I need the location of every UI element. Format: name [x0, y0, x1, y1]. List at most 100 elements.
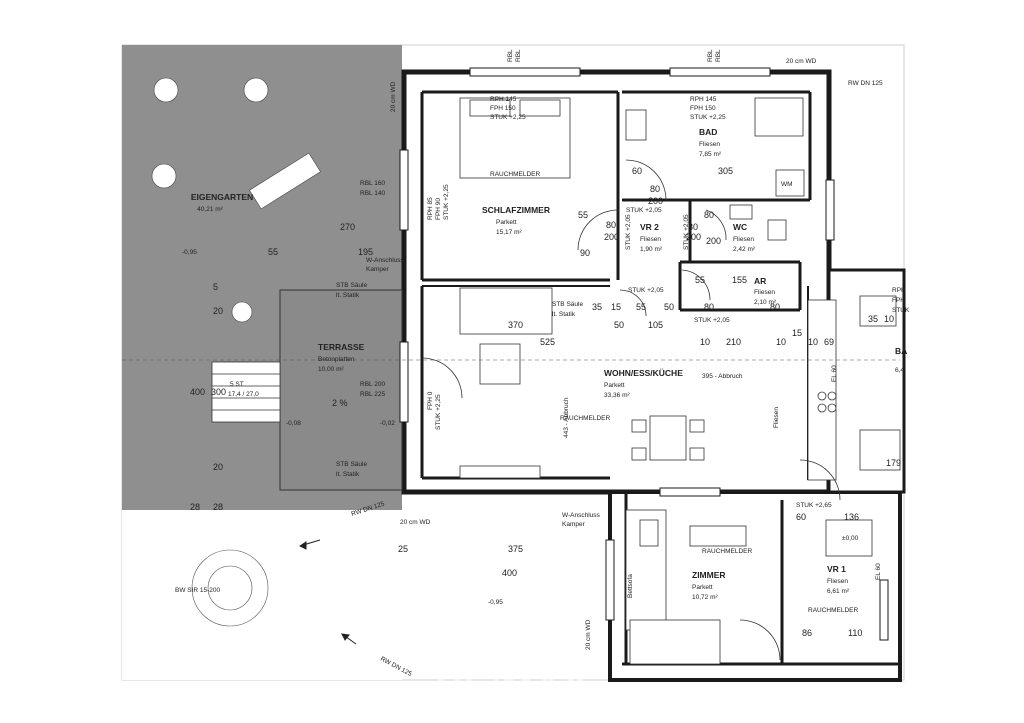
label-kamper-1: Kamper [366, 266, 390, 273]
label-stuk-v2: STUK +2,25 [435, 394, 442, 430]
dimensions: 270 55 195 5 20 400 300 20 28 28 55 90 8… [190, 166, 901, 638]
label-fph2: FPH 150 [690, 105, 716, 112]
dim-400b: 400 [502, 568, 517, 578]
label-stuk205b: STUK +2,05 [628, 287, 664, 294]
dim-200c: 200 [686, 232, 701, 242]
dim-136: 136 [844, 512, 859, 522]
dim-80a: 80 [606, 220, 616, 230]
label-statik-1: lt. Statik [336, 292, 360, 299]
remax-watermark: RE/MAX [435, 667, 589, 709]
label-rph1: RPH 145 [490, 96, 517, 103]
room-floor-zimmer: Parkett [692, 584, 713, 591]
dim-80d: 80 [704, 210, 714, 220]
room-floor-bad: Fliesen [699, 141, 720, 148]
label-stuk205-vertical: STUK +2,05 [625, 214, 632, 250]
room-floor-schlafzimmer: Parkett [496, 219, 517, 226]
room-area-eigengarten: 40,21 m² [197, 206, 223, 213]
dim-60a: 60 [632, 166, 642, 176]
label-rauchmelder-2: RAUCHMELDER [560, 415, 611, 422]
label-stb-saeule-2: STB Säule [552, 301, 583, 308]
label-rbl225: RBL 225 [360, 391, 385, 398]
label-height-3: -0,02 [380, 420, 395, 427]
label-wm: WM [781, 181, 793, 188]
dim-86: 86 [802, 628, 812, 638]
room-area-vr1: 6,61 m² [827, 588, 850, 595]
label-rph2: RPH 145 [690, 96, 717, 103]
dim-15a: 15 [611, 302, 621, 312]
dim-105: 105 [648, 320, 663, 330]
dim-179: 179 [886, 458, 901, 468]
label-bettsofa: Bettsofa [627, 574, 634, 598]
label-stairs: 5 ST [230, 381, 244, 388]
label-height-5: ±0,00 [842, 535, 859, 542]
label-stairs-ratio: 17,4 / 27,0 [228, 391, 259, 398]
dim-69: 69 [824, 337, 834, 347]
label-kamper-2: Kamper [562, 521, 586, 528]
dim-525: 525 [540, 337, 555, 347]
dim-300: 300 [211, 387, 226, 397]
label-rbl-b: RBL [515, 49, 522, 62]
label-rauchmelder-1: RAUCHMELDER [490, 171, 541, 178]
room-name-right-partial: BA [895, 346, 907, 356]
label-rauchmelder-3: RAUCHMELDER [702, 548, 753, 555]
label-wd-left: 20 cm WD [390, 81, 397, 112]
room-area-right-partial: 6,4 [895, 367, 904, 374]
label-stuk205c: STUK +2,05 [694, 317, 730, 324]
room-area-vr2: 1,90 m² [640, 246, 663, 253]
dim-50a: 50 [664, 302, 674, 312]
well [191, 549, 269, 627]
dim-20a: 20 [213, 306, 223, 316]
label-height-4: -0,95 [488, 599, 503, 606]
dim-10-right: 10 [884, 314, 894, 324]
room-name-wohn: WOHN/ESS/KÜCHE [604, 368, 683, 378]
label-rbl-d: RBL [715, 49, 722, 62]
door-swings [421, 159, 841, 661]
dim-55c: 55 [695, 275, 705, 285]
label-w-anschluss-1: W-Anschluss [366, 257, 405, 264]
dim-20b: 20 [213, 462, 223, 472]
room-name-bad: BAD [699, 127, 717, 137]
label-height-1: -0,95 [182, 249, 197, 256]
room-floor-wohn: Parkett [604, 382, 625, 389]
dim-60b: 60 [796, 512, 806, 522]
dim-305: 305 [718, 166, 733, 176]
label-el60-b: EL 60 [875, 563, 882, 580]
dim-195: 195 [358, 247, 373, 257]
room-area-zimmer: 10,72 m² [692, 594, 718, 601]
room-area-bad: 7,85 m² [699, 151, 722, 158]
label-stb-saeule-1: STB Säule [336, 282, 367, 289]
dim-370: 370 [508, 320, 523, 330]
label-stuk205a: STUK +2,05 [626, 207, 662, 214]
dim-15b: 15 [792, 328, 802, 338]
label-wd-bottom-vertical: 20 cm WD [585, 619, 592, 650]
room-name-eigengarten: EIGENGARTEN [191, 192, 253, 202]
label-fliesen-vertical: Fliesen [773, 407, 780, 428]
furniture [459, 97, 901, 665]
room-floor-vr1: Fliesen [827, 578, 848, 585]
dim-155: 155 [732, 275, 747, 285]
room-name-ar: AR [754, 276, 766, 286]
dim-375: 375 [508, 544, 523, 554]
label-slope: 2 % [332, 398, 348, 408]
windows [399, 67, 889, 641]
label-rbl140: RBL 140 [360, 190, 385, 197]
room-floor-wc: Fliesen [733, 236, 754, 243]
label-rauchmelder-4: RAUCHMELDER [808, 607, 859, 614]
dim-80f: 80 [770, 302, 780, 312]
dim-270: 270 [340, 222, 355, 232]
label-wd-bottom: 20 cm WD [400, 519, 431, 526]
label-stuk1: STUK +2,25 [490, 114, 526, 121]
label-rw-top: RW DN 125 [848, 80, 883, 87]
label-rbl-c: RBL [707, 49, 714, 62]
dim-10a: 10 [700, 337, 710, 347]
room-area-wc: 2,42 m² [733, 246, 756, 253]
label-bw-sir: BW SIR 15-200 [175, 587, 221, 594]
room-labels: EIGENGARTEN 40,21 m² SCHLAFZIMMER Parket… [191, 127, 907, 601]
label-height-2: -0,08 [286, 420, 301, 427]
label-fph1: FPH 150 [490, 105, 516, 112]
dim-80e: 80 [704, 302, 714, 312]
label-stuk-v1: STUK +2,25 [443, 184, 450, 220]
dim-90: 90 [580, 248, 590, 258]
terrasse-area [279, 289, 403, 491]
